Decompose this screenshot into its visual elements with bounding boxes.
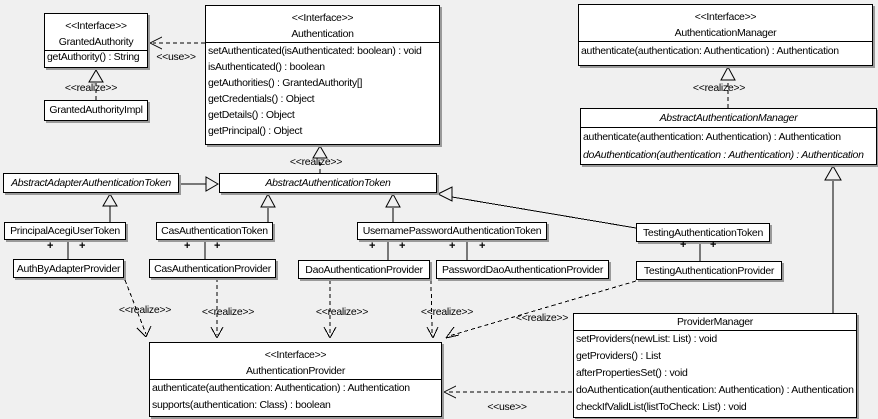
class-provider-manager: ProviderManager setProviders(newList: Li… [573, 313, 857, 418]
realize-label: <<realize>> [118, 304, 172, 316]
association-plus: + [213, 240, 221, 252]
class-name: PrincipalAcegiUserToken [10, 225, 120, 237]
association-plus: + [78, 240, 86, 252]
stereotype-label: <<Interface>> [291, 12, 354, 24]
method-label: authenticate(authentication: Authenticat… [583, 131, 841, 143]
method-label: getDetails() : Object [208, 109, 295, 121]
class-authentication-manager: <<Interface>> AuthenticationManager auth… [578, 4, 873, 66]
class-principal-acegi-user-token: PrincipalAcegiUserToken [4, 222, 126, 240]
class-name: AbstractAdapterAuthenticationToken [11, 177, 171, 189]
method-label: supports(authentication: Class) : boolea… [152, 399, 331, 411]
method-label: authenticate(authentication: Authenticat… [581, 45, 839, 57]
realize-label: <<realize>> [420, 306, 474, 318]
class-name: CasAuthenticationProvider [154, 263, 271, 275]
class-header: <<Interface>> AuthenticationProvider [150, 343, 441, 380]
realize-label: <<realize>> [64, 82, 118, 94]
method-label: checkIfValidList(listToCheck: List) : vo… [576, 401, 747, 413]
class-name: TestingAuthenticationProvider [643, 265, 775, 277]
association-plus: + [478, 240, 486, 252]
class-name: ProviderManager [676, 316, 754, 328]
method-label: authenticate(authentication: Authenticat… [152, 382, 410, 394]
realize-label: <<realize>> [289, 156, 343, 168]
method-label: doAuthentication(authentication : Authen… [583, 149, 864, 161]
class-auth-by-adapter-provider: AuthByAdapterProvider [13, 259, 124, 278]
class-testing-authentication-provider: TestingAuthenticationProvider [636, 261, 782, 280]
association-plus: + [368, 240, 376, 252]
class-abstract-authentication-manager: AbstractAuthenticationManager authentica… [580, 108, 877, 165]
class-name: PasswordDaoAuthenticationProvider [441, 264, 604, 276]
class-name: AbstractAuthenticationManager [659, 112, 798, 124]
class-granted-authority-impl: GrantedAuthorityImpl [44, 100, 148, 121]
class-cas-authentication-provider: CasAuthenticationProvider [149, 259, 276, 278]
association-plus: + [709, 239, 717, 251]
class-name: UsernamePasswordAuthenticationToken [362, 225, 542, 237]
realize-label: <<realize>> [201, 306, 255, 318]
class-name: AuthenticationProvider [245, 365, 346, 377]
method-label: isAuthenticated() : boolean [208, 61, 325, 73]
class-dao-authentication-provider: DaoAuthenticationProvider [298, 260, 430, 279]
class-password-dao-authentication-provider: PasswordDaoAuthenticationProvider [436, 260, 609, 279]
realize-label: <<realize>> [315, 306, 369, 318]
class-header: <<Interface>> Authentication [206, 6, 439, 43]
class-name: GrantedAuthority [58, 36, 134, 48]
class-name: AuthByAdapterProvider [16, 263, 121, 275]
class-header: <<Interface>> AuthenticationManager [579, 5, 872, 42]
method-label: getAuthorities() : GrantedAuthority[] [208, 77, 363, 89]
class-abstract-authentication-token: AbstractAuthenticationToken [219, 173, 437, 193]
method-label: getProviders() : List [576, 350, 661, 362]
class-testing-authentication-token: TestingAuthenticationToken [636, 223, 770, 242]
class-name: CasAuthenticationToken [161, 225, 268, 237]
class-name: GrantedAuthorityImpl [49, 104, 143, 116]
class-name: DaoAuthenticationProvider [305, 264, 423, 276]
class-name: TestingAuthenticationToken [642, 227, 764, 239]
stereotype-label: <<Interface>> [264, 349, 327, 361]
method-label: afterPropertiesSet() : void [576, 367, 688, 379]
association-plus: + [679, 239, 687, 251]
class-name: AuthenticationManager [674, 27, 777, 39]
association-plus: + [183, 240, 191, 252]
class-authentication: <<Interface>> Authentication setAuthenti… [205, 5, 440, 145]
method-label: getPrincipal() : Object [208, 125, 303, 137]
stereotype-label: <<Interface>> [65, 20, 127, 32]
realize-label: <<realize>> [692, 82, 746, 94]
use-label: <<use>> [156, 51, 196, 63]
class-username-password-authentication-token: UsernamePasswordAuthenticationToken [357, 222, 547, 240]
association-plus: + [398, 240, 406, 252]
class-header: AbstractAuthenticationManager [581, 109, 876, 128]
class-name: AbstractAuthenticationToken [265, 177, 391, 189]
stereotype-label: <<Interface>> [694, 11, 757, 23]
association-plus: + [448, 240, 456, 252]
method-label: doAuthentication(authentication: Authent… [576, 384, 854, 396]
method-label: setAuthenticated(isAuthenticated: boolea… [208, 45, 422, 57]
class-header: <<Interface>> GrantedAuthority [45, 14, 147, 51]
use-label: <<use>> [487, 401, 527, 413]
class-cas-authentication-token: CasAuthenticationToken [156, 222, 273, 240]
method-label: getCredentials() : Object [208, 93, 315, 105]
class-authentication-provider: <<Interface>> AuthenticationProvider aut… [149, 342, 442, 417]
class-granted-authority: <<Interface>> GrantedAuthority getAuthor… [44, 13, 148, 68]
class-abstract-adapter-authentication-token: AbstractAdapterAuthenticationToken [3, 173, 179, 193]
class-header: ProviderManager [574, 314, 856, 331]
realize-label: <<realize>> [515, 312, 569, 324]
class-name: Authentication [291, 28, 354, 40]
method-label: getAuthority() : String [47, 51, 140, 63]
method-label: setProviders(newList: List) : void [576, 333, 717, 345]
association-plus: + [46, 240, 54, 252]
